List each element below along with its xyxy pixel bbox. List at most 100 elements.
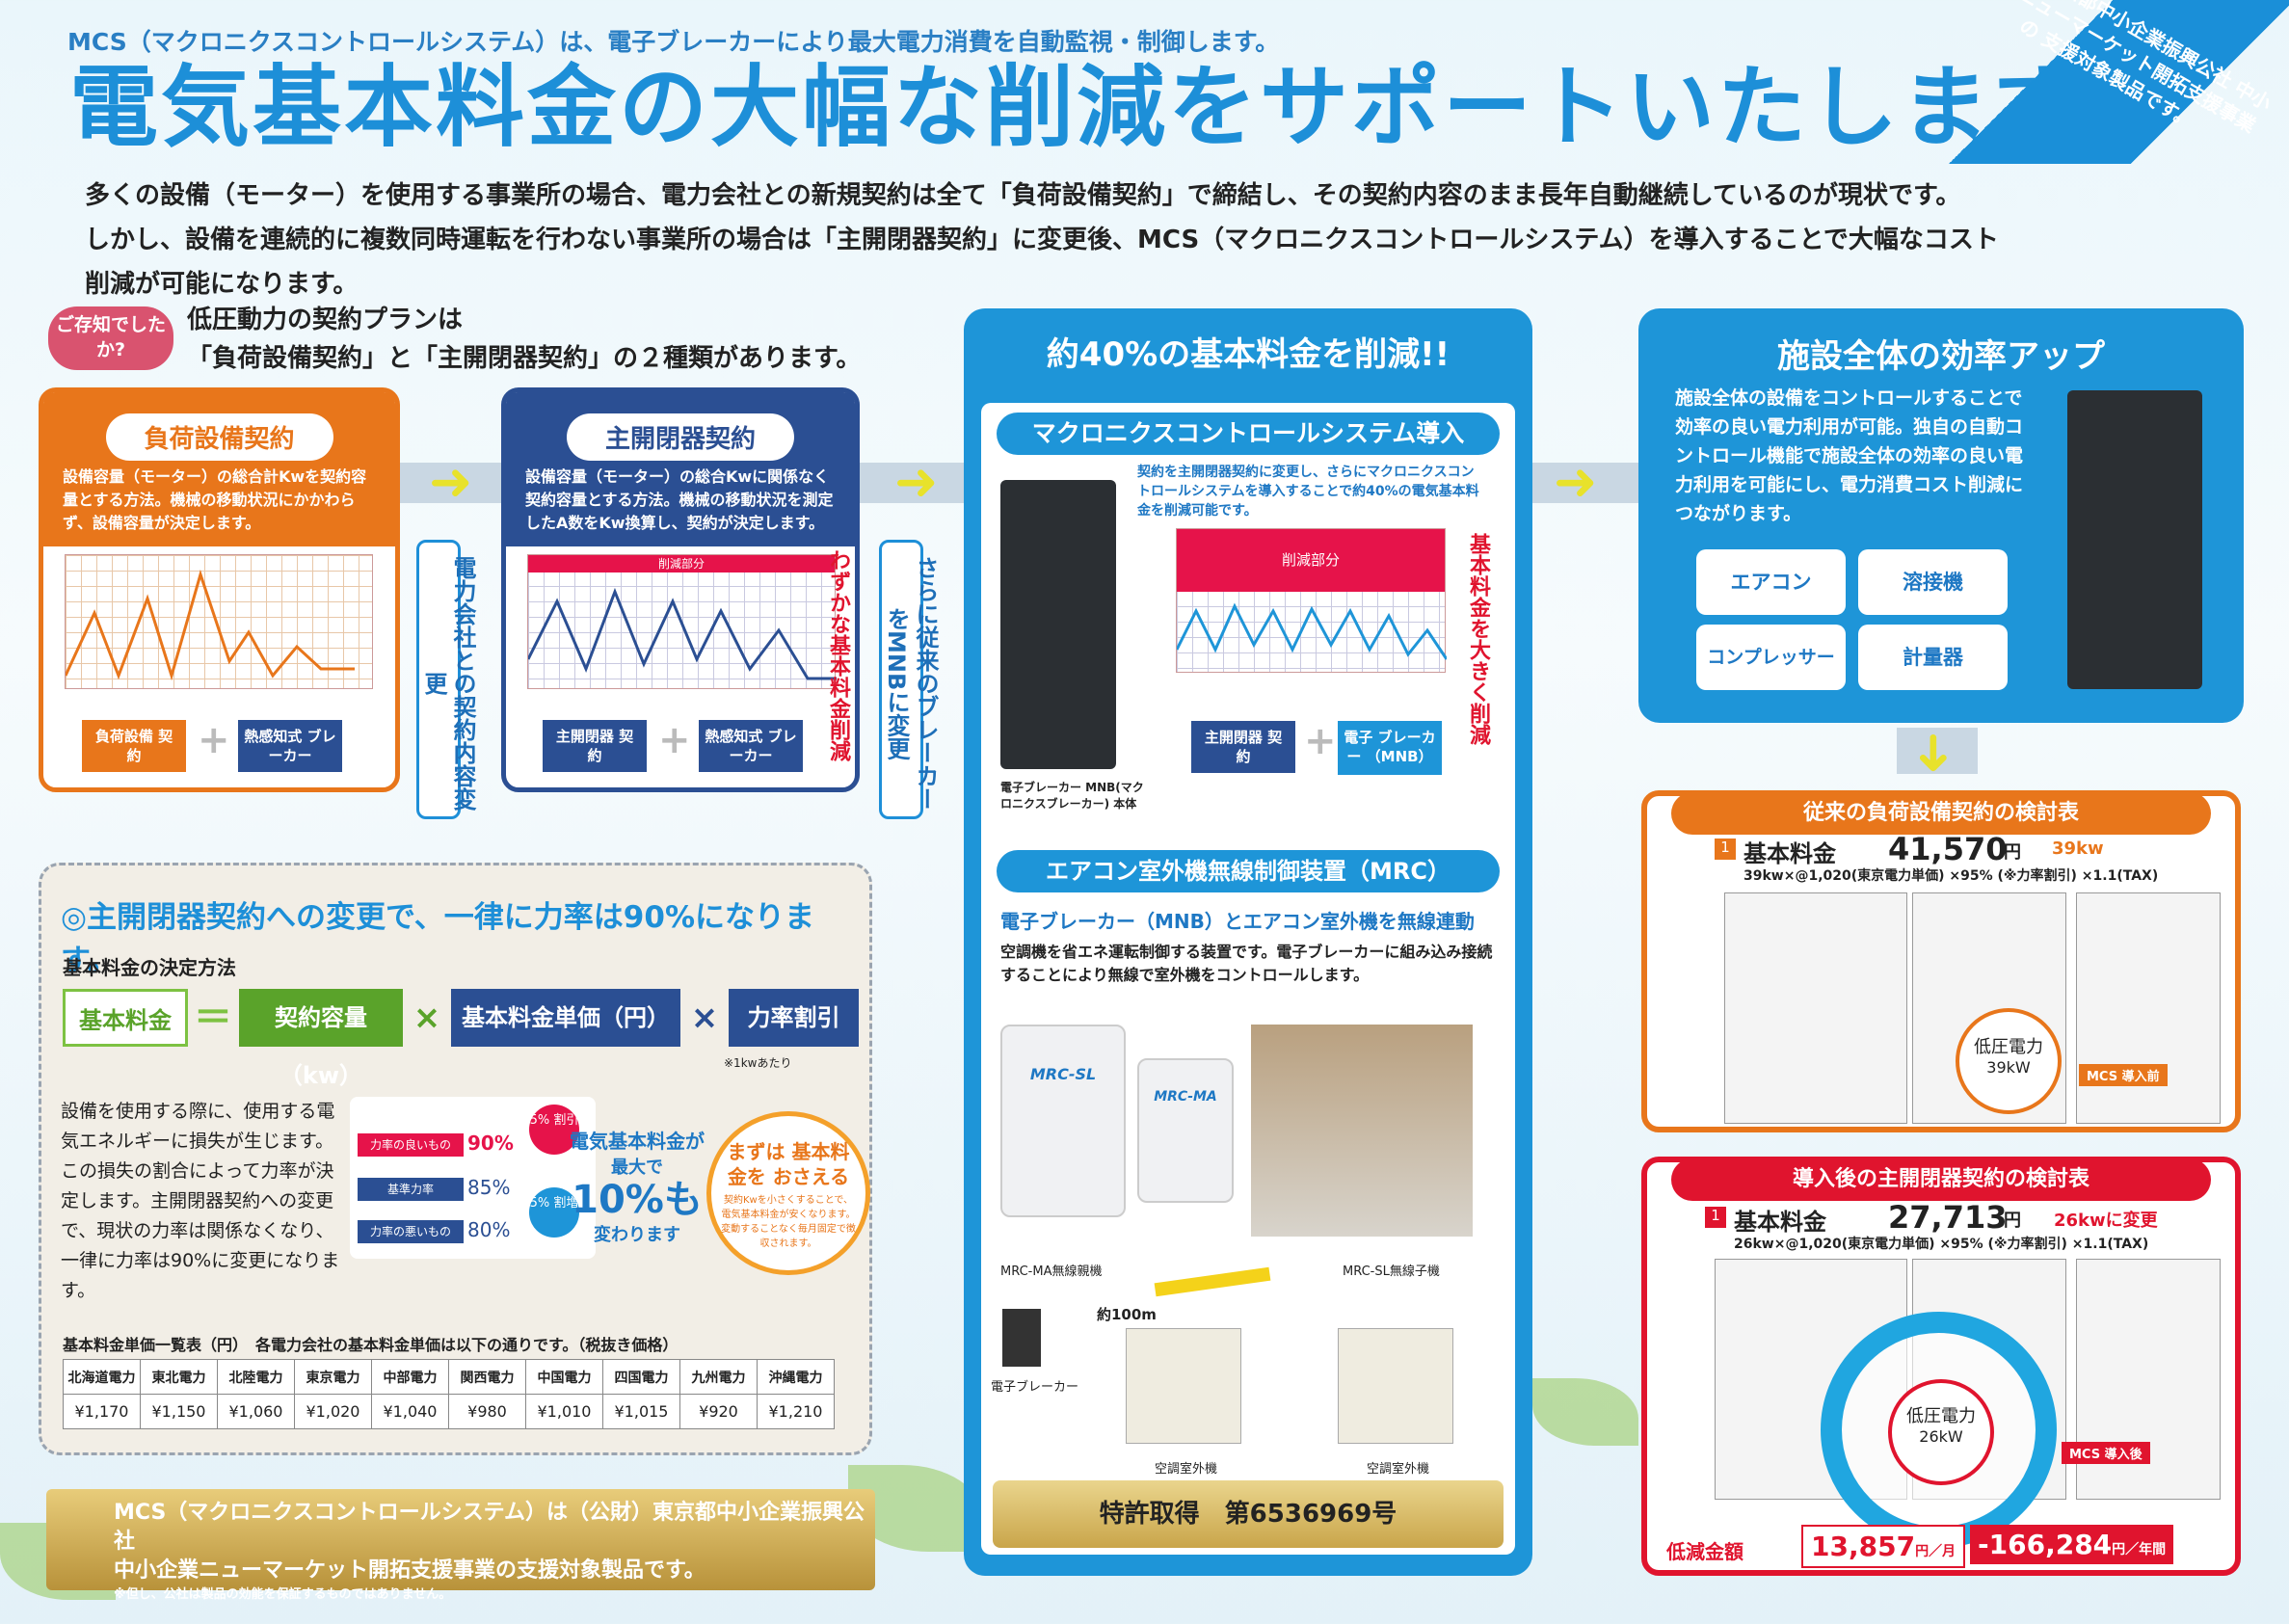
- tag-aircon: エアコン: [1696, 549, 1846, 615]
- before-sheet: 従来の負荷設備契約の検討表 1 基本料金 41,570 円 39kw 39kw×…: [1641, 790, 2241, 1132]
- company-cell: 中部電力: [371, 1359, 449, 1395]
- know-text: 低圧動力の契約プランは 「負荷設備契約」と「主開閉器契約」の２種類があります。: [187, 301, 861, 378]
- change-line: 変わります: [594, 1225, 680, 1245]
- price-cell: ¥1,060: [217, 1394, 295, 1429]
- change-value: 10%も: [572, 1178, 703, 1222]
- vertical-text: 電力会社との契約内容変更: [420, 556, 476, 811]
- item-number: 1: [1705, 1207, 1726, 1228]
- meter-value: 39kW: [1986, 1058, 2031, 1077]
- load-chip: 負荷設備 契 約: [82, 720, 187, 772]
- meter-circle: 低圧電力 39kW: [1956, 1008, 2062, 1114]
- banner-note: ※但し、公社は製品の効能を保証するものではありません。: [114, 1587, 452, 1602]
- price-cell: ¥1,010: [525, 1394, 603, 1429]
- change-line: 最大で: [611, 1158, 663, 1178]
- ac-unit-2: [1338, 1328, 1453, 1444]
- arrow-right-icon: ➜: [429, 451, 473, 512]
- times-icon: ×: [413, 998, 441, 1037]
- pf-bad-value: 80%: [467, 1218, 511, 1241]
- pf-heading: ◎主開閉器契約への変更で、一律に力率は90%になります。: [61, 900, 815, 978]
- company-cell: 関西電力: [448, 1359, 526, 1395]
- breaker-chip: 熱感知式 ブレーカー: [238, 720, 342, 772]
- meter-label: 低圧電力: [1974, 1037, 2043, 1057]
- intro-line: しかし、設備を連続的に複数同時運転を行わない事業所の場合は「主開閉器契約」に変更…: [85, 226, 1999, 254]
- formula-fee: 基本料金: [63, 989, 188, 1047]
- reduction-panel: 約40%の基本料金を削減!! マクロニクスコントロールシステム導入 契約を主開閉…: [964, 308, 1532, 1576]
- company-cell: 中国電力: [525, 1359, 603, 1395]
- efficiency-panel: 施設全体の効率アップ 施設全体の設備をコントロールすることで効率の良い電力利用が…: [1638, 308, 2244, 723]
- know-badge: ご存知でしたか?: [48, 306, 173, 370]
- fee-yen: 円: [2004, 1211, 2021, 1231]
- panel-desc: 設備容量（モーター）の総合Kwに関係なく契約容量とする方法。機械の移動状況を測定…: [525, 467, 834, 532]
- fee-kw: 26kwに変更: [2054, 1211, 2158, 1231]
- before-badge: MCS 導入前: [2079, 1064, 2168, 1086]
- mcs-chart-line: [1175, 602, 1449, 660]
- tag-meter: 計量器: [1858, 625, 2008, 690]
- mcs-sub: マクロニクスコントロールシステム導入: [997, 413, 1500, 455]
- mrc-title: エアコン室外機無線制御装置（MRC）: [997, 850, 1500, 892]
- lead-text: MCS（マクロニクスコントロールシステム）は、電子ブレーカーにより最大電力消費を…: [67, 28, 1280, 56]
- meter-circle: 低圧電力 26kW: [1888, 1379, 1994, 1485]
- pf-bad: 力率の悪いもの: [358, 1220, 464, 1243]
- reduction-desc: 契約を主開閉器契約に変更し、さらにマクロニクスコントロールシステムを導入すること…: [1137, 465, 1479, 519]
- yearly-saving: -166,284円／年間: [1970, 1525, 2174, 1564]
- mrc-sl-device: MRC-SL: [1000, 1025, 1126, 1217]
- banner-line: MCS（マクロニクスコントロールシステム）は（公財）東京都中小企業振興公社: [114, 1501, 865, 1554]
- switch-chip: 主開閉器 契 約: [1191, 721, 1296, 773]
- bill-doc: [2076, 892, 2221, 1124]
- control-circle: まずは 基本料金を おさえる 契約Kwを小さくすることで、電気基本料金が安くなり…: [706, 1111, 870, 1275]
- mrc-sub: 電子ブレーカー（MNB）とエアコン室外機を無線連動: [1000, 910, 1475, 933]
- circle-title: まずは 基本料金を おさえる: [727, 1140, 850, 1188]
- unit-label: 空調室外機: [1155, 1462, 1218, 1477]
- circle-body: 契約Kwを小さくすることで、電気基本料金が安くなります。変動することなく毎月固定…: [721, 1195, 856, 1249]
- meter-value: 26kW: [1919, 1427, 1963, 1446]
- change-line: 電気基本料金が: [570, 1130, 705, 1153]
- switch-chip: 主開閉器 契 約: [543, 720, 648, 772]
- breaker-chip: 熱感知式 ブレーカー: [699, 720, 803, 772]
- arrow-down-icon: ➜: [1904, 731, 1966, 776]
- company-cell: 東北電力: [140, 1359, 218, 1395]
- outdoor-photo: [1251, 1025, 1473, 1237]
- mnb-chip: 電子 ブレーカー （MNB）: [1338, 721, 1442, 775]
- vertical-note: 電力会社との契約内容変更: [416, 540, 476, 819]
- vertical-text: さらに従来のブレーカーをMNBに変更: [883, 556, 939, 811]
- table-row: 北海道電力東北電力北陸電力東京電力中部電力関西電力中国電力四国電力九州電力沖縄電…: [63, 1359, 835, 1395]
- price-cell: ¥1,020: [294, 1394, 372, 1429]
- price-cell: ¥1,015: [602, 1394, 680, 1429]
- reduction-title: 約40%の基本料金を削減!!: [1046, 335, 1451, 374]
- item-number: 1: [1715, 839, 1736, 860]
- fee-label: 基本料金: [1743, 840, 1836, 867]
- eff-title: 施設全体の効率アップ: [1777, 337, 2105, 376]
- switch-chart: 削減部分: [526, 554, 837, 689]
- monthly-unit: 円／月: [1915, 1544, 1956, 1559]
- price-cell: ¥980: [448, 1394, 526, 1429]
- page-title: 電気基本料金の大幅な削減をサポートいたします: [69, 56, 2085, 159]
- switch-chart-line: [526, 587, 837, 680]
- side-note: 基本料金を大きく削減: [1466, 533, 1490, 745]
- ac-unit-1: [1126, 1328, 1241, 1444]
- before-title: 従来の負荷設備契約の検討表: [1671, 792, 2211, 835]
- after-title: 導入後の主開閉器契約の検討表: [1671, 1158, 2211, 1201]
- equals-icon: ＝: [194, 996, 232, 1040]
- reduction-inner: マクロニクスコントロールシステム導入 契約を主開閉器契約に変更し、さらにマクロニ…: [981, 403, 1515, 904]
- arrow-right-icon: ➜: [894, 451, 939, 512]
- know-line: 低圧動力の契約プランは: [187, 306, 464, 334]
- plus-icon: +: [658, 718, 691, 762]
- method-label: 基本料金の決定方法: [63, 956, 236, 979]
- mrc-inner: エアコン室外機無線制御装置（MRC） 電子ブレーカー（MNB）とエアコン室外機を…: [981, 837, 1515, 1555]
- pf-body: 設備を使用する際に、使用する電気エネルギーに損失が生じます。この損失の割合によっ…: [61, 1101, 340, 1301]
- pf-good: 力率の良いもの: [358, 1133, 464, 1157]
- monthly-value: 13,857: [1811, 1531, 1916, 1562]
- fee-amount: 41,570: [1888, 831, 2008, 867]
- table-title: 基本料金単価一覧表（円） 各電力会社の基本料金単価は以下の通りです。（税抜き価格…: [63, 1336, 679, 1354]
- pf-std: 基準力率: [358, 1178, 464, 1201]
- plus-icon: +: [198, 718, 230, 762]
- child-label: MRC-SL無線子機: [1343, 1265, 1440, 1279]
- times-icon: ×: [690, 998, 719, 1037]
- change-note: 電気基本料金が 最大で 10%も 変わります: [570, 1126, 705, 1246]
- mrc-ma-device: MRC-MA: [1137, 1058, 1234, 1203]
- price-cell: ¥1,040: [371, 1394, 449, 1429]
- saving-label: 低減金額: [1666, 1540, 1743, 1563]
- support-banner: MCS（マクロニクスコントロールシステム）は（公財）東京都中小企業振興公社 中小…: [46, 1489, 875, 1602]
- panel-head: 負荷設備契約 設備容量（モーター）の総合計Kwを契約容量とする方法。機械の移動状…: [43, 392, 395, 546]
- fee-label: 基本料金: [1734, 1209, 1826, 1236]
